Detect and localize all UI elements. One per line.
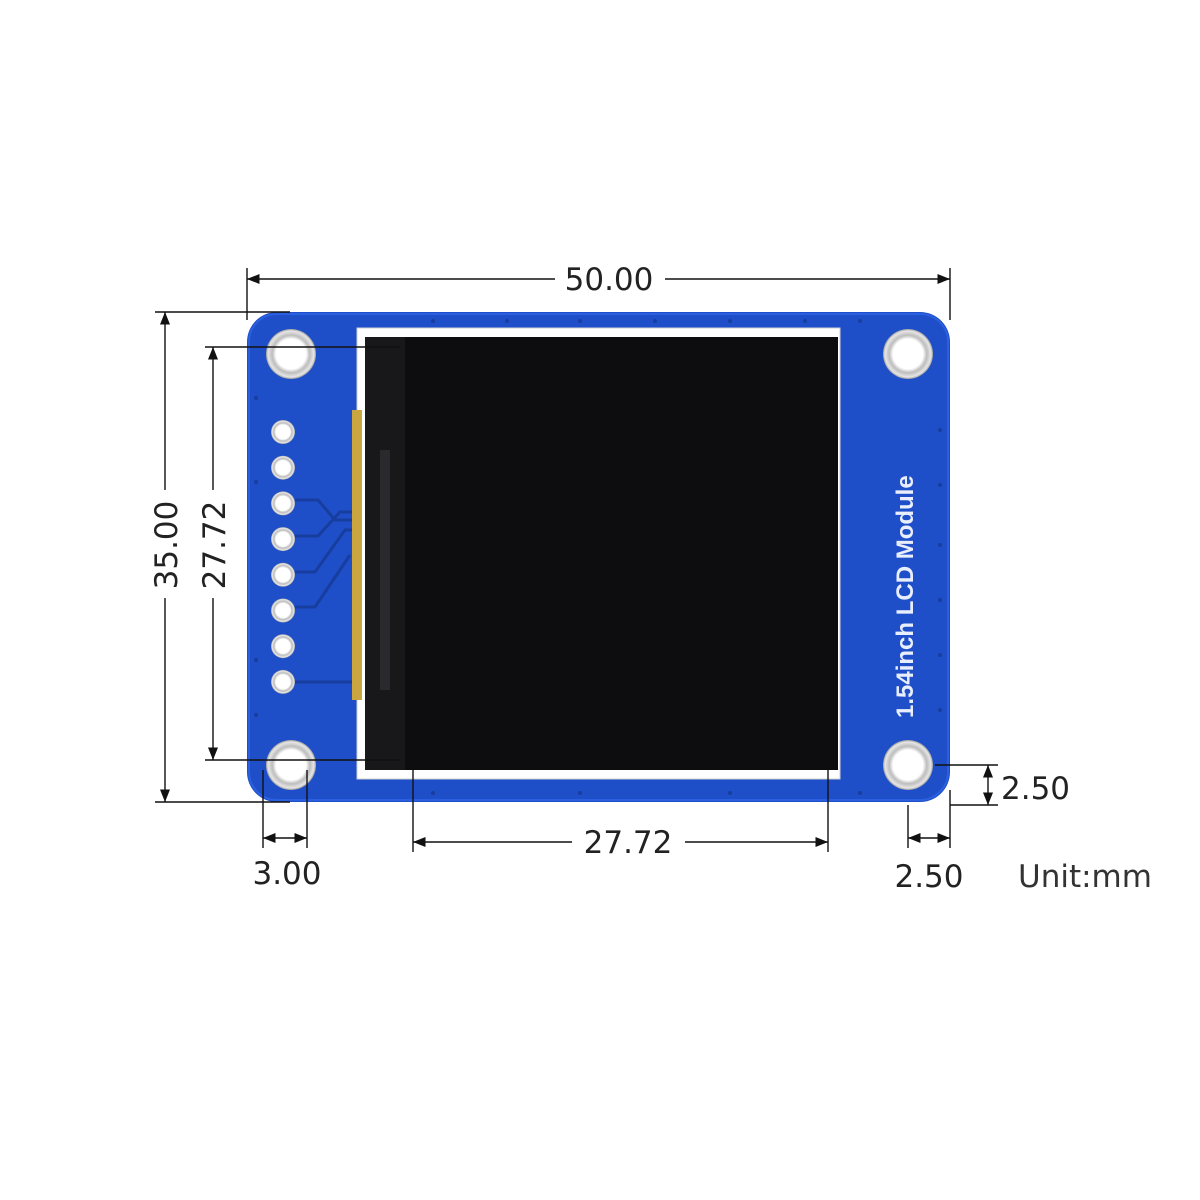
lcd-screen [365,337,838,770]
header-pins [271,420,295,694]
board-height-label: 35.00 [149,501,185,590]
mounting-hole-icon [883,740,933,790]
silkscreen-label: 1.54inch LCD Module [892,475,919,718]
display-height-label: 27.72 [197,501,233,590]
header-pin-icon [271,527,295,552]
header-pin-icon [271,455,295,480]
header-pin-icon [271,634,295,659]
dimension-lines [155,268,998,852]
header-pin-icon [271,491,295,516]
lcd-display [352,327,841,780]
mounting-hole-icon [266,329,316,379]
header-pin-icon [271,598,295,623]
unit-label: Unit:mm [1018,859,1152,895]
hole-offset-right-y-label: 2.50 [1001,771,1070,807]
header-pin-icon [271,669,295,694]
display-width-label: 27.72 [584,825,673,861]
pcb-traces [295,498,352,684]
hole-offset-x-label: 3.00 [252,856,321,892]
dimension-labels: 50.00 35.00 27.72 27.72 3.00 2.50 2.50 U… [149,262,1152,895]
header-pin-icon [271,562,295,587]
vias [254,319,942,795]
hole-offset-right-x-label: 2.50 [894,859,963,895]
mounting-hole-icon [883,329,933,379]
fpc-connector [352,410,362,700]
mounting-hole-icon [266,740,316,790]
header-pin-icon [271,420,295,444]
mounting-holes [266,329,933,790]
board-width-label: 50.00 [565,262,654,298]
